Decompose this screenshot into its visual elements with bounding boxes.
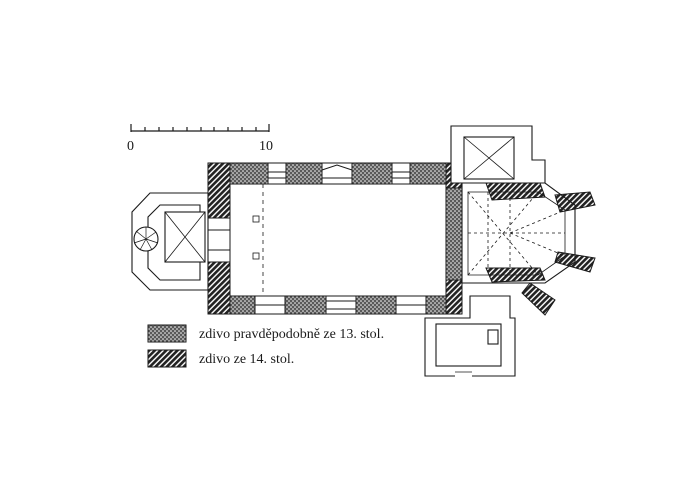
scale-bar-start-label: 0: [127, 139, 134, 154]
scale-bar-end-label: 10: [259, 139, 273, 154]
legend-swatches: [147, 324, 187, 368]
south-sacristy: [424, 295, 516, 378]
north-sacristy: [450, 125, 546, 184]
nave-interior: [252, 184, 264, 296]
legend-label-14th-century: zdivo ze 14. stol.: [199, 352, 295, 367]
legend-swatch-14th-century: [147, 349, 187, 368]
legend-swatch-13th-century: [147, 324, 187, 343]
legend-label-13th-century: zdivo pravděpodobně ze 13. stol.: [199, 327, 385, 342]
scale-bar: [130, 124, 270, 132]
west-tower: [131, 192, 209, 291]
nave-walls: [207, 162, 463, 315]
